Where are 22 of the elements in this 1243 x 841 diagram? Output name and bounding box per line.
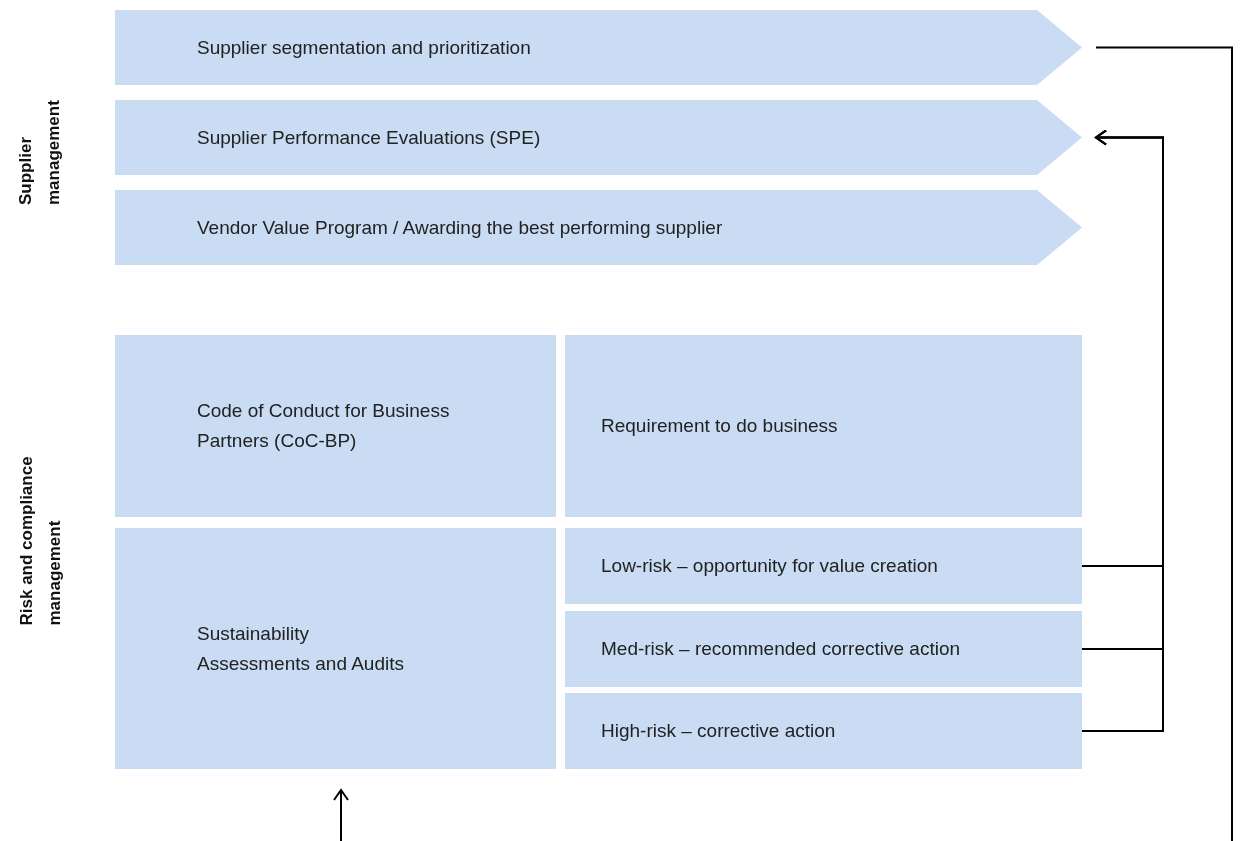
process-box bbox=[115, 528, 556, 769]
section-label: Risk and compliance management bbox=[15, 455, 64, 626]
node-text: Supplier Performance Evaluations (SPE) bbox=[197, 125, 542, 150]
process-box bbox=[115, 335, 556, 517]
connector-line bbox=[1095, 46, 1233, 841]
node-text: Vendor Value Program / Awarding the best performing supplier bbox=[197, 215, 724, 240]
process-box bbox=[565, 611, 1082, 687]
node-text: Sustainability Assessments and Audits bbox=[197, 621, 405, 676]
process-box bbox=[565, 693, 1082, 769]
section-label: Supplier management bbox=[15, 99, 64, 205]
node-text: Supplier segmentation and prioritization bbox=[197, 35, 532, 60]
node-text: Med-risk – recommended corrective action bbox=[601, 637, 962, 661]
node-text: Low-risk – opportunity for value creation bbox=[601, 554, 939, 578]
process-step-banner bbox=[115, 190, 1082, 265]
process-box bbox=[565, 528, 1082, 604]
node-text: High-risk – corrective action bbox=[601, 719, 837, 743]
node-text: Code of Conduct for Business Partners (CoC-BP) bbox=[197, 399, 451, 453]
process-step-banner bbox=[115, 100, 1082, 175]
process-step-banner bbox=[115, 10, 1082, 85]
process-box bbox=[565, 335, 1082, 517]
node-text: Requirement to do business bbox=[601, 414, 839, 438]
arrow bbox=[333, 789, 349, 841]
